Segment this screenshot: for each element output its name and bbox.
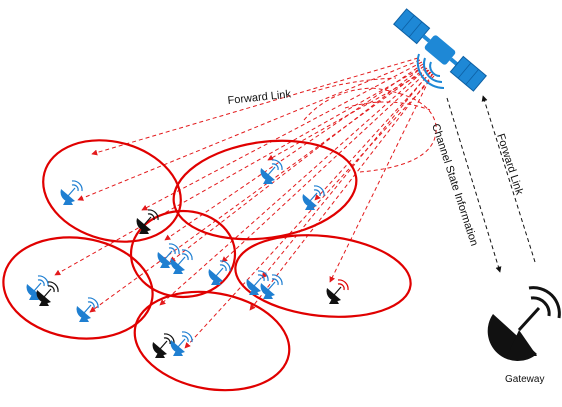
beam-line <box>267 69 429 161</box>
satellite-dish-icon <box>151 333 175 359</box>
cell-right <box>234 234 412 318</box>
beam-line <box>164 63 424 241</box>
beam-line <box>261 71 431 279</box>
satellite-dish-icon <box>301 185 325 211</box>
beam-line <box>184 75 435 349</box>
cell-center <box>129 209 237 299</box>
satellite-dish-icon <box>259 159 283 185</box>
coverage-arc <box>303 87 437 173</box>
satellite-dish-icon <box>207 260 231 286</box>
beam-line <box>169 65 425 263</box>
satellite-dish-icon <box>35 281 59 307</box>
beam-line <box>91 57 419 156</box>
forward-link-arc <box>311 77 397 93</box>
beam-line <box>249 73 434 311</box>
beam-line <box>141 61 423 211</box>
satellite-icon <box>393 8 487 92</box>
beam-line <box>77 59 421 201</box>
beam-line <box>159 67 428 306</box>
cell-left <box>2 236 154 340</box>
forward-link-label: Forward Link <box>227 88 292 107</box>
satellite-dish-icon <box>325 279 349 305</box>
feeder-forward-link-label: Forward Link <box>494 132 525 197</box>
satellite-dish-icon <box>169 331 193 357</box>
forward-link-feeder-line <box>481 95 536 263</box>
cell-bottom <box>133 290 291 392</box>
gateway-dish-icon <box>487 286 561 362</box>
csi-link-line <box>446 97 502 273</box>
beam-line <box>54 65 426 276</box>
beam-line <box>221 69 430 263</box>
satellite-dish-icon <box>169 249 193 275</box>
beam-line <box>329 73 433 283</box>
satellite-dish-icon <box>75 297 99 323</box>
cell-top-left <box>42 139 182 243</box>
coverage-cells <box>2 139 412 392</box>
coverage-arc-inner <box>344 101 431 111</box>
beam-line <box>314 71 432 201</box>
satellite-dish-icon <box>59 180 83 206</box>
cell-top-center <box>172 139 358 241</box>
channel-state-label: Channel State Information <box>429 122 480 247</box>
gateway-label: Gateway <box>505 374 544 385</box>
